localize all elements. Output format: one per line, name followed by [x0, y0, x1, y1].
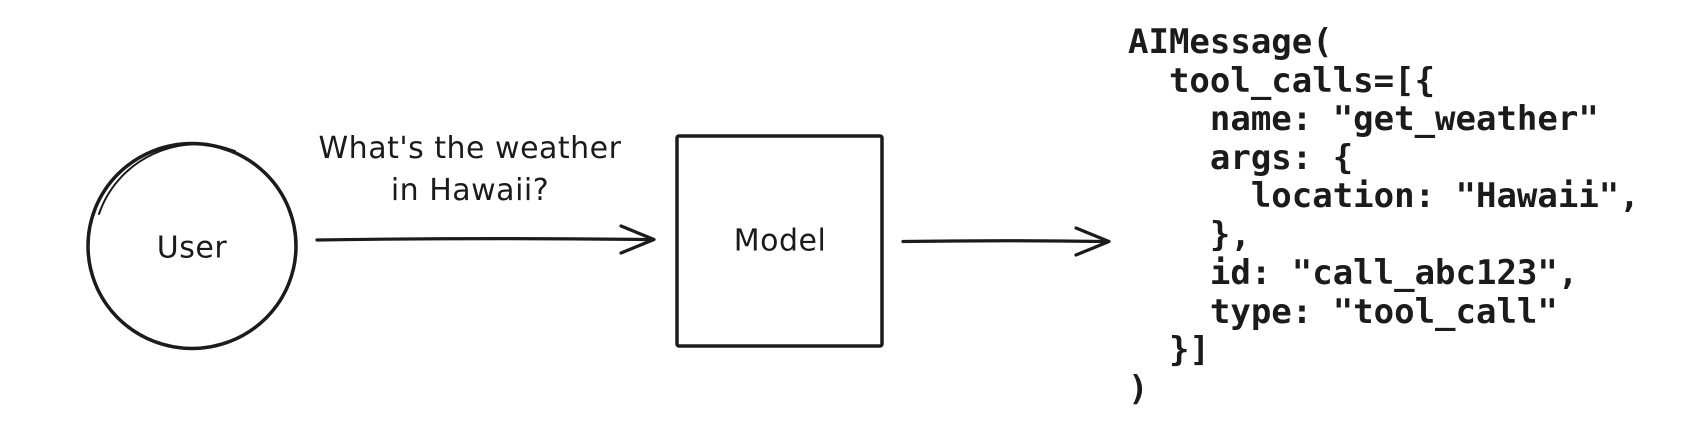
- user-node-label: User: [156, 230, 228, 266]
- user-node-circle-sketch-stroke: [98, 143, 236, 215]
- model-node-label: Model: [733, 223, 827, 259]
- code-line-tool-calls-close: }]: [1128, 330, 1210, 370]
- code-line-args-open: args: {: [1128, 137, 1354, 178]
- user-to-model-arrow-head: [619, 224, 656, 255]
- model-to-output-arrow-head: [1074, 226, 1111, 257]
- model-to-output-arrow-line: [901, 239, 1106, 244]
- user-to-model-edge-label: What's the weather in Hawaii?: [318, 131, 622, 208]
- code-line-location: location: "Hawaii",: [1128, 176, 1640, 216]
- code-line-aimessage-open: AIMessage(: [1128, 22, 1333, 62]
- code-line-tool-calls-open: tool_calls=[{: [1128, 60, 1436, 101]
- user-to-model-arrow-line: [315, 237, 651, 242]
- aimessage-code-block: AIMessage( tool_calls=[{ name: "get_weat…: [1128, 23, 1640, 408]
- code-line-args-close: },: [1128, 214, 1251, 255]
- code-line-name: name: "get_weather": [1128, 99, 1599, 139]
- model-node-box: [675, 134, 884, 348]
- code-line-type: type: "tool_call": [1128, 291, 1558, 332]
- code-line-aimessage-close: ): [1128, 368, 1149, 409]
- code-line-id: id: "call_abc123",: [1128, 253, 1579, 293]
